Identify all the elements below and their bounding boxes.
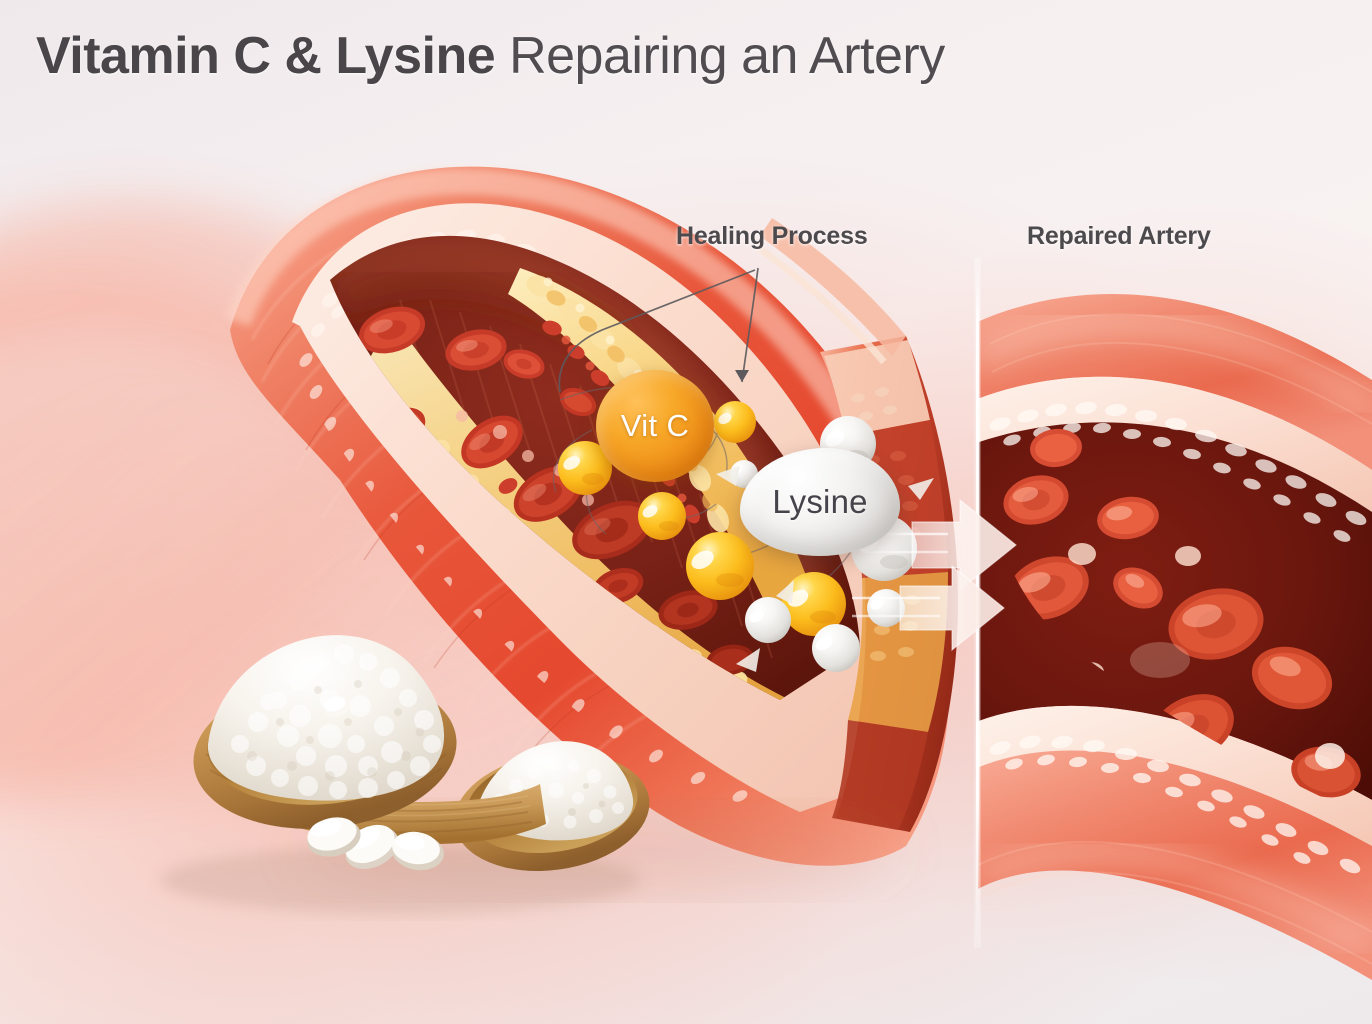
lysine-spheres [716,416,934,672]
healing-leader-lines [558,267,759,393]
scoop-large-bowl [193,635,457,829]
powder-granules-large [231,644,441,799]
flow-arrow-lower [852,564,1005,652]
repaired-artery-body [978,294,1372,980]
page-title: Vitamin C & Lysine Repairing an Artery [36,28,945,84]
title-bold-part: Vitamin C & Lysine [36,27,496,85]
flow-arrows [852,498,1017,652]
rbc-large [358,306,754,676]
repaired-artery-label: Repaired Artery [1027,222,1211,250]
leader-arrowhead [735,370,749,382]
supplement-tablets [307,817,444,871]
title-regular-part: Repairing an Artery [495,27,945,85]
vitamin-c-spheres [558,401,846,636]
repaired-intima-texture [989,401,1367,874]
diseased-lumen-blood-cells [340,306,754,701]
healing-process-label: Healing Process [676,222,868,250]
